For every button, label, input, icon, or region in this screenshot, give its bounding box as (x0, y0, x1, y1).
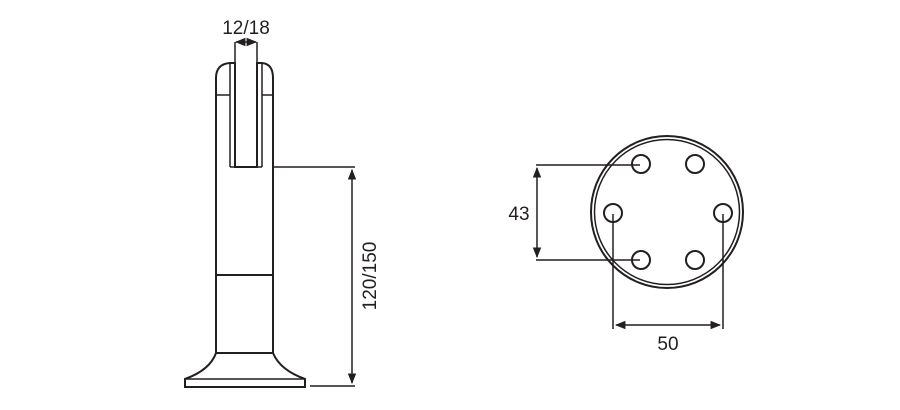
mounting-hole (631, 154, 651, 174)
height-label: 120/150 (360, 242, 381, 311)
base-top-view (590, 135, 744, 289)
horizontal-spacing-label: 50 (657, 334, 678, 355)
horizontal-hole-spacing-dimension: 50 (612, 214, 724, 355)
post-body-outline (215, 62, 274, 353)
vertical-hole-spacing-dimension: 43 (508, 164, 640, 261)
base-outer-circle (590, 135, 744, 289)
base-inner-circle (593, 138, 741, 286)
mounting-hole (685, 154, 705, 174)
post-side-view (184, 62, 306, 388)
mounting-holes (603, 154, 733, 270)
glass-thickness-dimension: 12/18 (222, 18, 270, 63)
mounting-hole (685, 250, 705, 270)
height-dimension: 120/150 (273, 166, 381, 387)
vertical-spacing-label: 43 (508, 204, 529, 225)
glass-thickness-label: 12/18 (222, 18, 270, 39)
base-flange (184, 352, 306, 388)
